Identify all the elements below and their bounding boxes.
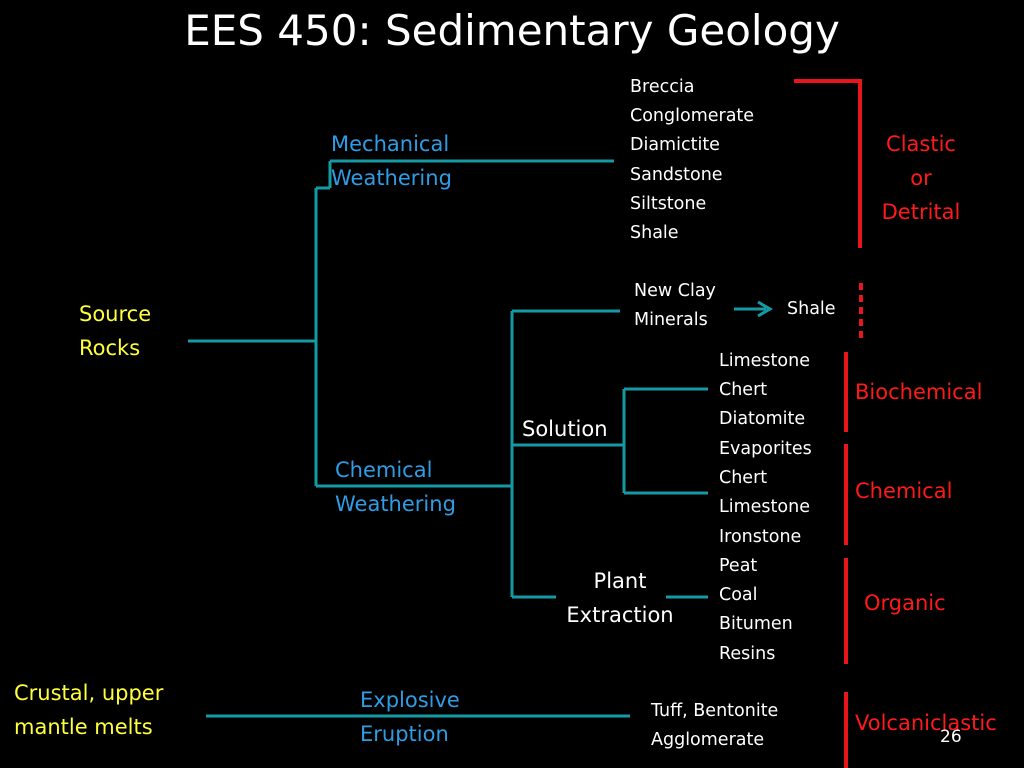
list-item: Siltstone bbox=[630, 193, 707, 214]
list-item: Diatomite bbox=[719, 409, 806, 430]
list-item: Sandstone bbox=[630, 164, 723, 185]
new-clay-minerals-label: New Clay Minerals bbox=[634, 281, 716, 331]
solution-label: Solution bbox=[522, 417, 608, 441]
page-number: 26 bbox=[940, 727, 962, 747]
list-item: Limestone bbox=[719, 351, 810, 371]
list-item: Breccia bbox=[630, 77, 695, 97]
list-item: Resins bbox=[719, 643, 776, 664]
crustal-melts-label: Crustal, upper mantle melts bbox=[14, 681, 164, 739]
arrow-right-icon bbox=[734, 300, 773, 318]
list-item: Shale bbox=[630, 223, 679, 244]
list-item: Chert bbox=[719, 468, 768, 489]
list-item: Coal bbox=[719, 585, 758, 606]
clastic-category-label: Clastic or Detrital bbox=[881, 132, 961, 224]
biochemical-category-label: Biochemical bbox=[855, 380, 983, 404]
clastic-rock-list: Breccia Conglomerate Diamictite Sandston… bbox=[630, 73, 754, 248]
organic-category-label: Organic bbox=[864, 591, 946, 615]
list-item: Evaporites bbox=[719, 439, 812, 459]
chemical-rock-list: Evaporites Chert Limestone Ironstone bbox=[719, 435, 812, 552]
slide-title: EES 450: Sedimentary Geology bbox=[184, 6, 840, 55]
source-rocks-label: Source Rocks bbox=[79, 302, 152, 360]
list-item: Bitumen bbox=[719, 614, 793, 635]
chemical-weathering-label: Chemical Weathering bbox=[335, 458, 456, 516]
list-item: Limestone bbox=[719, 497, 810, 518]
chemical-category-label: Chemical bbox=[855, 479, 953, 503]
list-item: Diamictite bbox=[630, 135, 720, 156]
biochemical-rock-list: Limestone Chert Diatomite bbox=[719, 347, 810, 435]
list-item: Ironstone bbox=[719, 526, 802, 547]
explosive-eruption-label: Explosive Eruption bbox=[360, 688, 460, 746]
list-item: Agglomerate bbox=[651, 730, 765, 751]
volcaniclastic-category-label: Volcaniclastic bbox=[855, 711, 997, 735]
list-item: Chert bbox=[719, 380, 768, 401]
organic-rock-list: Peat Coal Bitumen Resins bbox=[719, 552, 793, 669]
clastic-bracket bbox=[794, 79, 862, 248]
plant-extraction-label: Plant Extraction bbox=[566, 569, 674, 627]
list-item: Conglomerate bbox=[630, 106, 755, 127]
list-item: Tuff, Bentonite bbox=[651, 701, 779, 721]
mechanical-weathering-label: Mechanical Weathering bbox=[331, 132, 452, 190]
list-item: Peat bbox=[719, 556, 758, 576]
shale-label: Shale bbox=[787, 299, 836, 319]
volcaniclastic-rock-list: Tuff, Bentonite Agglomerate bbox=[651, 697, 778, 755]
